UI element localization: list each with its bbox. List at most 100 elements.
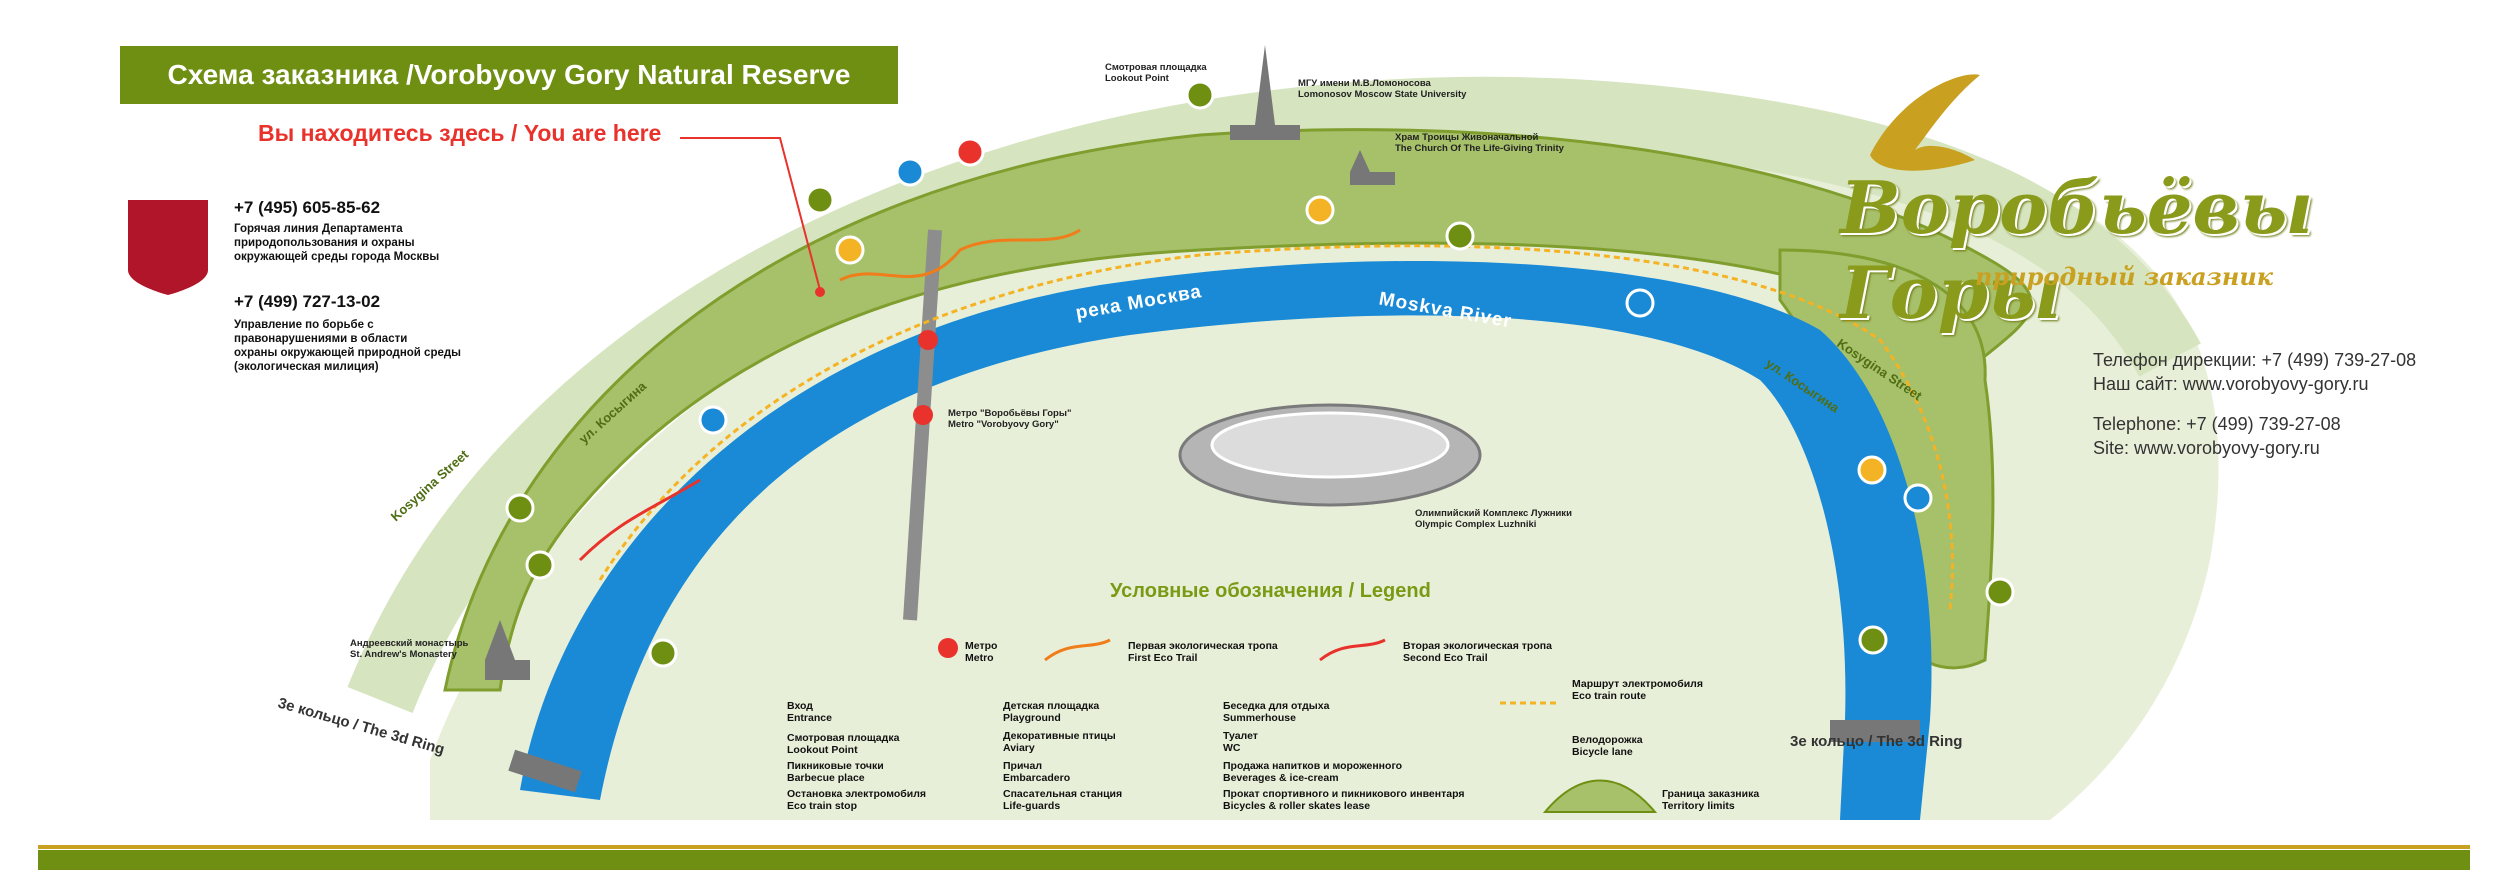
legend-text: Туалет — [1223, 730, 1258, 742]
legend-text: Territory limits — [1662, 800, 1735, 812]
hotline-note-line: Управление по борьбе с — [234, 319, 374, 331]
barbecue-icon[interactable] — [525, 550, 555, 580]
legend-text: Aviary — [1003, 742, 1035, 754]
legend-text: Декоративные птицы — [1003, 730, 1116, 742]
territory-limits-symbol — [1542, 779, 1658, 813]
legend-text: Беседка для отдыха — [1223, 700, 1330, 712]
poi-icons — [505, 80, 2015, 668]
legend-text: Маршрут электромобиля — [1572, 678, 1703, 690]
reserve-logo: Воробьёвы Горы — [1840, 165, 2314, 335]
bicycle-lane-icon[interactable] — [1857, 455, 1887, 485]
legend-text: Остановка электромобиля — [787, 788, 926, 800]
contact-line: Telephone: +7 (499) 739-27-08 — [2093, 414, 2341, 434]
reserve-logo-subtitle: природный заказник — [1975, 262, 2274, 291]
bicycle-lane-icon[interactable] — [1305, 195, 1335, 225]
footer-stripe-gold — [38, 845, 2470, 849]
eco-train-stop-icon[interactable] — [1445, 221, 1475, 251]
legend-text: Eco train route — [1572, 690, 1647, 702]
you-are-here-label: Вы находитесь здесь / You are here — [258, 120, 662, 146]
legend-text: Embarcadero — [1003, 772, 1071, 784]
legend-text: Second Eco Trail — [1403, 652, 1488, 664]
church-icon — [1350, 150, 1395, 185]
legend-text: Вторая экологическая тропа — [1403, 640, 1552, 652]
legend-text: Barbecue place — [787, 772, 865, 784]
label-line: Lomonosov Moscow State University — [1298, 89, 1467, 100]
hotline-note-line: (экологическая милиция) — [234, 361, 379, 373]
contacts-en: Telephone: +7 (499) 739-27-08 Site: www.… — [2093, 412, 2341, 460]
wc-icon[interactable] — [1625, 288, 1655, 318]
eco-train-stop-icon[interactable] — [1858, 625, 1888, 655]
wc-icon[interactable] — [698, 405, 728, 435]
legend-text: Playground — [1003, 712, 1061, 724]
label-line: МГУ имени М.В.Ломоносова — [1298, 78, 1431, 89]
label-line: Метро "Воробьёвы Горы" — [948, 408, 1072, 419]
label-line: The Church Of The Life-Giving Trinity — [1395, 143, 1564, 154]
label-line: Lookout Point — [1105, 73, 1169, 84]
legend-text: Смотровая площадка — [787, 732, 900, 744]
legend-text: Продажа напитков и мороженного — [1223, 760, 1403, 772]
footer-stripe-green — [38, 850, 2470, 870]
metro-map-icon — [918, 330, 938, 350]
legend-text: Entrance — [787, 712, 832, 724]
contact-line[interactable]: Наш сайт: www.vorobyovy-gory.ru — [2093, 374, 2369, 394]
legend-text: Спасательная станция — [1003, 788, 1123, 800]
legend-text: First Eco Trail — [1128, 652, 1198, 664]
hotline-note-line: природопользования и охраны — [234, 237, 415, 249]
title-banner — [120, 46, 898, 104]
metro-label: Метро "Воробьёвы Горы"Metro "Vorobyovy G… — [948, 408, 1071, 430]
hotline-note-1: Горячая линия Департамента природопользо… — [234, 222, 524, 264]
you-are-here-marker — [815, 287, 825, 297]
legend-col3-item: Прокат спортивного и пикникового инвента… — [1223, 788, 1465, 812]
legend-text: Метро — [965, 640, 998, 652]
hotline-note-line: охраны окружающей природной среды — [234, 347, 461, 359]
bicycle-lane-icon[interactable] — [835, 235, 865, 265]
legend-text: Вход — [787, 700, 813, 712]
page-title: Схема заказника /Vorobyovy Gory Natural … — [167, 59, 851, 90]
lookout-icon[interactable] — [1185, 80, 1215, 110]
embarcadero-icon[interactable] — [648, 638, 678, 668]
park-territory — [443, 128, 2033, 692]
entrance-icon[interactable] — [805, 185, 835, 215]
label-line: Храм Троицы Живоначальной — [1395, 132, 1539, 143]
ring-label-right: 3е кольцо / The 3d Ring — [1790, 733, 1963, 750]
legend-text: Eco train stop — [787, 800, 858, 812]
legend-text: WC — [1223, 742, 1241, 754]
wc-icon[interactable] — [895, 157, 925, 187]
contact-line: Телефон дирекции: +7 (499) 739-27-08 — [2093, 350, 2417, 370]
legend-text: Детская площадка — [1003, 700, 1100, 712]
wc-icon[interactable] — [1903, 483, 1933, 513]
ring-bridge-right — [1830, 720, 1920, 742]
playground-icon[interactable] — [505, 493, 535, 523]
hotline-phone-2[interactable]: +7 (499) 727-13-02 — [234, 292, 381, 311]
legend-text: Причал — [1003, 760, 1043, 772]
legend-text: Life-guards — [1003, 800, 1061, 812]
legend-text: Summerhouse — [1223, 712, 1296, 724]
label-line: Андреевский монастырь — [350, 638, 469, 649]
hotline-phone-1[interactable]: +7 (495) 605-85-62 — [234, 198, 381, 217]
second-eco-trail-symbol — [1319, 638, 1386, 662]
moskva-river — [520, 260, 1932, 820]
legend-text: Первая экологическая тропа — [1128, 640, 1278, 652]
legend-text: Metro — [965, 652, 994, 664]
contact-line[interactable]: Site: www.vorobyovy-gory.ru — [2093, 438, 2320, 458]
label-line: Metro "Vorobyovy Gory" — [948, 419, 1059, 430]
entrance-icon[interactable] — [1985, 577, 2015, 607]
lifeguard-icon[interactable] — [955, 137, 985, 167]
ring-bridge-left — [508, 749, 582, 793]
